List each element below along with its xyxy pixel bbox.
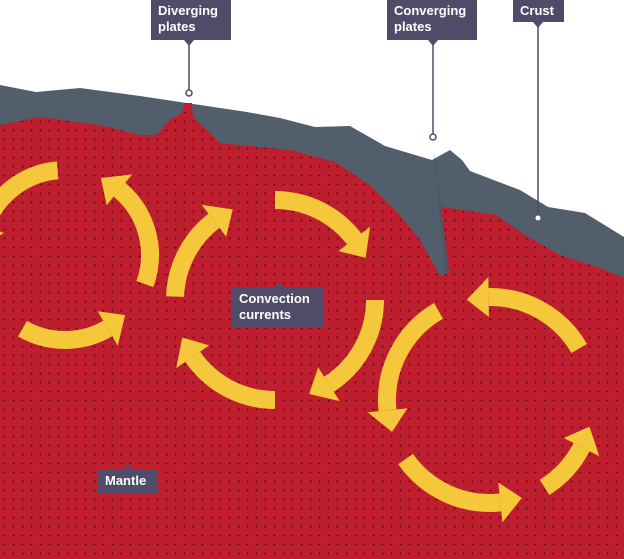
- arrowhead-icon: [466, 277, 489, 318]
- current-arrow-shaft: [274, 191, 362, 245]
- arrowhead-icon: [367, 408, 408, 432]
- arrowhead-icon: [100, 174, 133, 206]
- converging-marker: [429, 133, 437, 141]
- current-arrow-shaft: [488, 288, 587, 354]
- arrowhead-icon: [498, 482, 522, 523]
- current-arrow-shaft: [378, 303, 444, 412]
- current-arrow-shaft: [539, 442, 590, 495]
- current-arrow-shaft: [185, 351, 276, 409]
- current-arrow-shaft: [166, 213, 220, 298]
- arrowhead-icon: [0, 231, 4, 236]
- current-arrow-shaft: [398, 453, 502, 512]
- diverging-marker: [185, 89, 193, 97]
- current-arrow-shaft: [323, 299, 384, 392]
- arrowhead-icon: [176, 337, 210, 369]
- mantle: [0, 103, 624, 559]
- arrowhead-icon: [97, 311, 126, 346]
- arrowhead-icon: [338, 226, 371, 258]
- crust-marker: [535, 215, 541, 221]
- current-arrow-shaft: [0, 161, 59, 216]
- current-arrow-shaft: [113, 182, 159, 288]
- converging-plates-label: Converging plates: [387, 0, 477, 40]
- convection-arrows: [0, 161, 600, 523]
- arrowhead-icon: [309, 367, 340, 402]
- mantle-label: Mantle: [98, 470, 158, 493]
- crust-label: Crust: [513, 0, 564, 22]
- diverging-plates-label: Diverging plates: [151, 0, 231, 40]
- arrowhead-icon: [563, 426, 600, 457]
- convection-currents-label: Convection currents: [232, 288, 324, 328]
- current-arrow-shaft: [18, 320, 113, 349]
- leader-lines: [123, 22, 543, 470]
- arrowhead-icon: [201, 204, 233, 237]
